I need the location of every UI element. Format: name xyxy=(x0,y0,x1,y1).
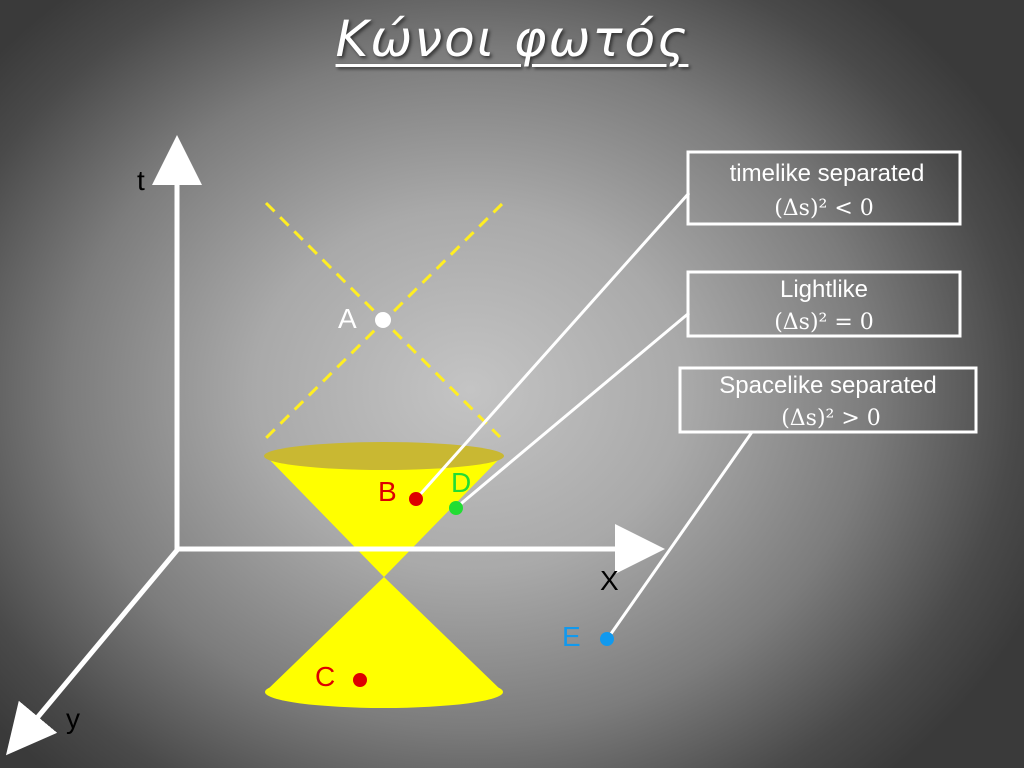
event-c-dot xyxy=(353,673,367,687)
past-cone xyxy=(265,577,503,692)
event-b-dot xyxy=(409,492,423,506)
timelike-formula: (Δs)² < 0 xyxy=(774,196,874,221)
t-axis-label: t xyxy=(137,165,145,196)
event-e-dot xyxy=(600,632,614,646)
spacelike-formula: (Δs)² > 0 xyxy=(781,406,881,431)
event-d-dot xyxy=(449,501,463,515)
event-b-label: B xyxy=(378,476,397,507)
event-c-label: C xyxy=(315,661,335,692)
slide-title: Κώνοι φωτός xyxy=(335,10,689,68)
lightlike-caption: Lightlike xyxy=(780,276,868,303)
light-cone xyxy=(264,442,504,708)
event-e-label: E xyxy=(562,621,581,652)
leader-spacelike xyxy=(606,431,754,639)
spacelike-box-frame xyxy=(678,366,978,434)
spacelike-box: Spacelike separated (Δs)² > 0 xyxy=(678,366,978,434)
leader-lightlike xyxy=(456,311,690,509)
future-cone xyxy=(265,455,503,577)
past-cone-base xyxy=(265,676,503,708)
lightlike-box-frame xyxy=(686,270,962,338)
event-d-label: D xyxy=(451,467,471,498)
lightlike-formula: (Δs)² = 0 xyxy=(774,310,874,335)
lightlike-box: Lightlike (Δs)² = 0 xyxy=(686,270,962,338)
event-a-label: A xyxy=(338,303,357,334)
timelike-box-frame xyxy=(686,150,962,226)
x-axis-label: X xyxy=(600,565,619,596)
y-axis xyxy=(5,547,180,756)
y-axis-label: y xyxy=(66,703,80,734)
leader-timelike xyxy=(415,192,691,499)
event-a-dot xyxy=(375,312,391,328)
future-cone-rim xyxy=(264,442,504,470)
spacelike-caption: Spacelike separated xyxy=(719,372,936,399)
timelike-box: timelike separated (Δs)² < 0 xyxy=(686,150,962,226)
timelike-caption: timelike separated xyxy=(730,160,925,187)
